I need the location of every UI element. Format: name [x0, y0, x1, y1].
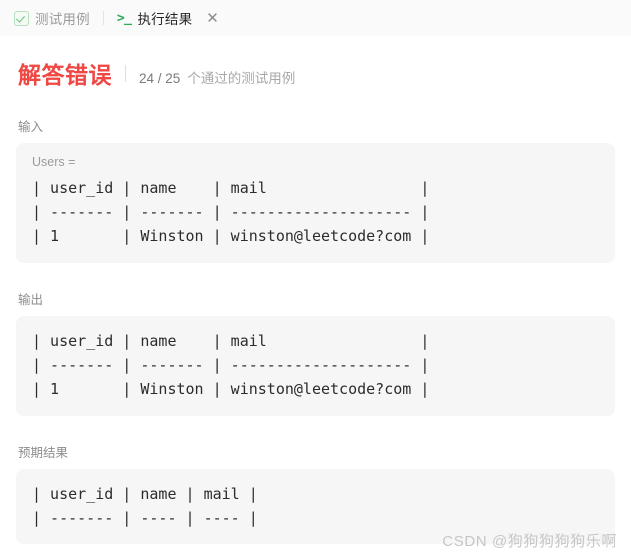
- code-block-input: Users = | user_id | name | mail | | ----…: [16, 143, 615, 263]
- code-block-expected: | user_id | name | mail | | ------- | --…: [16, 468, 615, 545]
- status-summary: 解答错误 24 / 25 个通过的测试用例: [18, 56, 615, 90]
- tab-result[interactable]: >_ 执行结果 ✕: [117, 0, 219, 36]
- result-panel: 解答错误 24 / 25 个通过的测试用例 输入 Users = | user_…: [0, 36, 631, 545]
- code-block-output: | user_id | name | mail | | ------- | --…: [16, 315, 615, 416]
- status-divider: [125, 64, 126, 82]
- code-content-input: | user_id | name | mail | | ------- | --…: [32, 178, 430, 246]
- terminal-prompt-icon: >_: [116, 10, 132, 26]
- code-caption-input: Users =: [32, 155, 76, 169]
- code-content-output: | user_id | name | mail | | ------- | --…: [32, 331, 430, 399]
- section-label-output: 输出: [18, 292, 44, 307]
- section-label-input: 输入: [18, 120, 44, 134]
- section-label-expected: 预期结果: [18, 445, 69, 460]
- code-content-expected: | user_id | name | mail | | ------- | --…: [32, 484, 258, 527]
- tab-testcase-label: 测试用例: [35, 12, 90, 27]
- passed-count: 24 / 25: [139, 71, 181, 86]
- close-icon[interactable]: ✕: [206, 8, 219, 27]
- status-badge: 解答错误: [18, 62, 112, 88]
- passed-count-note: 个通过的测试用例: [187, 71, 296, 86]
- tab-testcase[interactable]: 测试用例: [14, 0, 90, 36]
- tab-separator: [102, 11, 104, 25]
- checkbox-check-icon: [14, 10, 29, 26]
- tab-result-label: 执行结果: [137, 12, 193, 27]
- tab-bar: 测试用例 >_ 执行结果 ✕: [0, 0, 631, 36]
